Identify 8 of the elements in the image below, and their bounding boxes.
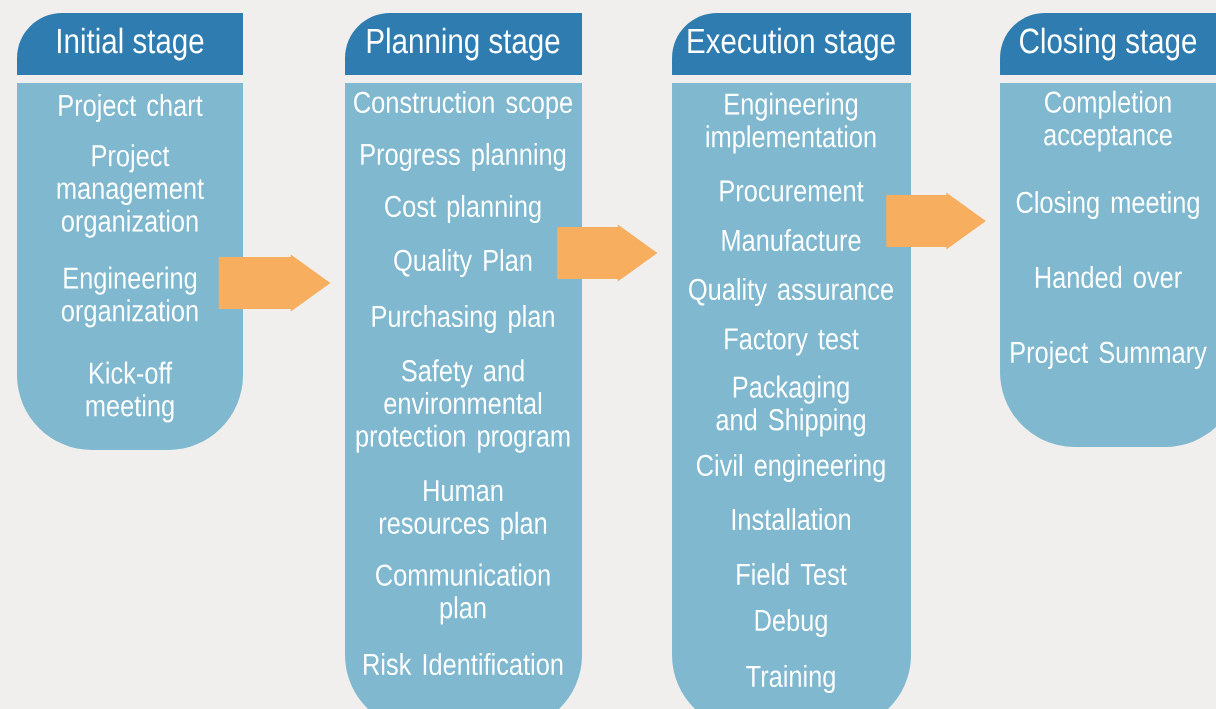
node-label: Closing stage bbox=[1020, 27, 1197, 61]
stage-column: Closing stage Completion acceptance Closing meeting Handed over Project Summary bbox=[1000, 13, 1216, 447]
node-label: Execution stage bbox=[688, 27, 895, 61]
node-label: Planning stage bbox=[367, 27, 560, 61]
stage-column: Execution stage Engineering implementation Procurement Manufacture Quality assurance Factory test Packaging and Shipping Civil engineering Installation Field Test Debug Training bbox=[672, 13, 911, 709]
stage-column: Planning stage Construction scope Progress planning Cost planning Quality Plan Purchasing plan Safety and environmental protection program Human resources plan Communication plan Risk Identification bbox=[345, 13, 582, 709]
node-label: Initial stage bbox=[58, 27, 204, 61]
stage-column: Initial stage Project chart Project management organization Engineering organization Kick-off meeting bbox=[17, 13, 243, 451]
